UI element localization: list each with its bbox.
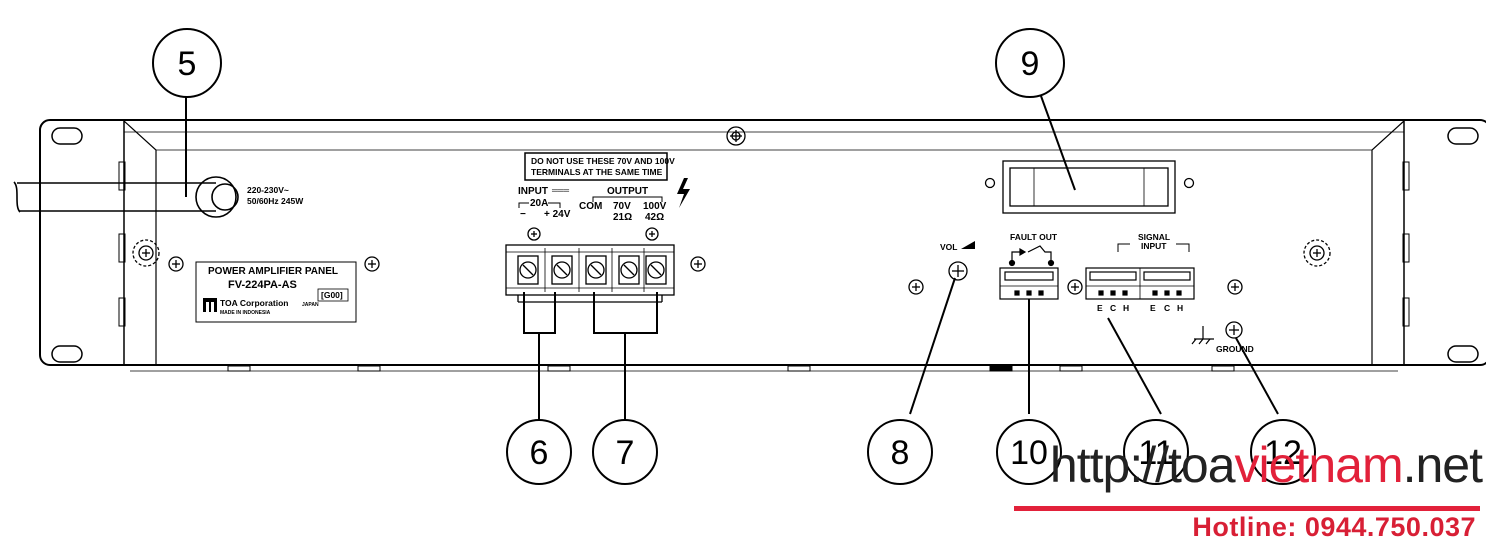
callouts: 5 6 7 8 9 10 11 12	[152, 28, 1316, 485]
watermark-divider	[1014, 506, 1480, 511]
fault-out-connector	[999, 245, 1059, 300]
callout-12-number: 12	[1264, 434, 1302, 472]
com-label: COM	[579, 201, 602, 212]
70v-label: 70V	[613, 201, 631, 212]
watermark-site-prefix: http://toa	[1049, 437, 1236, 493]
signal-input-label-2: INPUT	[1141, 241, 1167, 251]
expansion-slot	[1002, 160, 1176, 214]
vol-label: VOL	[940, 242, 957, 252]
signal-pin-h2: H	[1177, 303, 1183, 313]
callout-12: 12	[1250, 419, 1316, 485]
power-cord	[13, 176, 239, 218]
mains-rating-line1: 220-230V~	[247, 185, 289, 195]
watermark-site-accent: vietnam	[1234, 437, 1404, 493]
nameplate-model: FV-224PA-AS	[228, 279, 297, 291]
watermark-hotline: Hotline: 0944.750.037	[1192, 512, 1476, 542]
callout-8: 8	[867, 419, 933, 485]
callout-6: 6	[506, 419, 572, 485]
ground-symbol-icon	[1191, 326, 1214, 345]
callout-7: 7	[592, 419, 658, 485]
100v-label: 100V	[643, 201, 667, 212]
leader-lines	[185, 95, 1279, 415]
callout-8-number: 8	[891, 434, 910, 472]
ground-screw	[1225, 321, 1243, 339]
toa-logo-icon	[203, 298, 217, 312]
rack-chassis	[39, 119, 1486, 372]
vol-knob	[948, 261, 968, 281]
callout-7-number: 7	[616, 434, 635, 472]
nameplate-title: POWER AMPLIFIER PANEL	[208, 266, 338, 277]
callout-9: 9	[995, 28, 1065, 98]
watermark-site-suffix: .net	[1402, 437, 1483, 493]
callout-5: 5	[152, 28, 222, 98]
callout-10: 10	[996, 419, 1062, 485]
warning-line1: DO NOT USE THESE 70V AND 100V	[531, 156, 675, 166]
warning-line2: TERMINALS AT THE SAME TIME	[531, 167, 663, 177]
callout-10-number: 10	[1010, 434, 1048, 472]
fault-out-label: FAULT OUT	[1010, 232, 1058, 242]
nameplate-country: JAPAN	[302, 302, 319, 308]
callout-6-number: 6	[530, 434, 549, 472]
nameplate-maker: TOA Corporation	[220, 298, 288, 308]
nameplate-made-in: MADE IN INDONESIA	[220, 310, 271, 316]
nameplate: POWER AMPLIFIER PANEL FV-224PA-AS [G00] …	[195, 261, 357, 323]
minus-label: −	[520, 209, 526, 220]
watermark-site: http://toavietnam.net	[1012, 437, 1483, 493]
lightning-warning-icon	[677, 178, 690, 208]
panel-screws	[132, 126, 1331, 295]
signal-input-connectors	[1085, 267, 1195, 300]
42-ohm-label: 42Ω	[645, 212, 664, 223]
21-ohm-label: 21Ω	[613, 212, 632, 223]
callout-9-number: 9	[1021, 45, 1040, 83]
signal-pin-h1: H	[1123, 303, 1129, 313]
output-label: OUTPUT	[607, 186, 648, 197]
signal-pin-c2: C	[1164, 303, 1170, 313]
warning-label: DO NOT USE THESE 70V AND 100V TERMINALS …	[524, 152, 675, 181]
vol-ramp-icon	[961, 241, 975, 249]
terminal-brackets	[523, 292, 658, 424]
nameplate-code: [G00]	[321, 290, 343, 300]
plus-24v-label: + 24V	[544, 209, 571, 220]
callout-11-number: 11	[1138, 434, 1173, 472]
callout-5-number: 5	[178, 45, 197, 83]
ground-label: GROUND	[1216, 344, 1254, 354]
input-label: INPUT	[518, 186, 548, 197]
speaker-terminal-block	[505, 244, 675, 303]
callout-11: 11	[1123, 419, 1189, 485]
signal-pin-c1: C	[1110, 303, 1116, 313]
dc-symbol: ═══	[551, 186, 569, 195]
signal-pin-e1: E	[1097, 303, 1103, 313]
fuse-label: 20A	[530, 198, 548, 209]
signal-input-label-1: SIGNAL	[1138, 232, 1170, 242]
signal-pin-e2: E	[1150, 303, 1156, 313]
mains-rating-line2: 50/60Hz 245W	[247, 196, 304, 206]
